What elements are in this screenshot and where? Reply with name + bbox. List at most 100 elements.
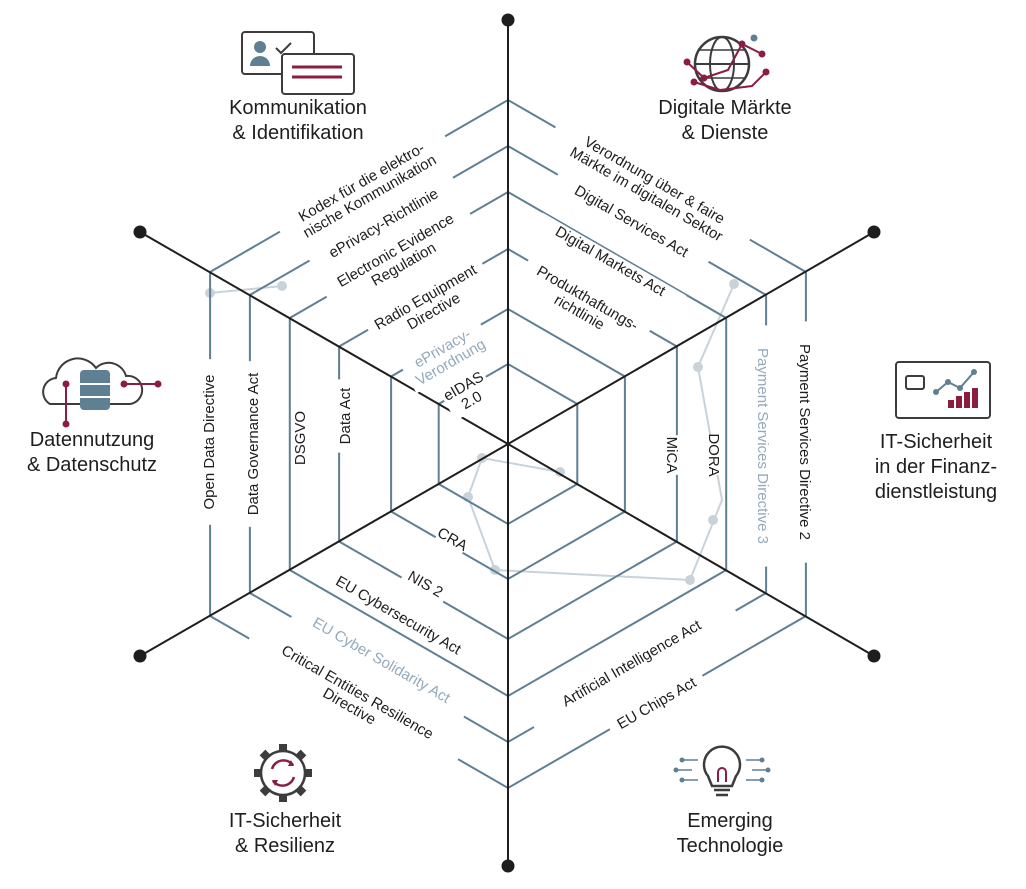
category-line: in der Finanz- xyxy=(874,456,998,478)
category-line: Digitale Märkte xyxy=(658,97,792,119)
law-label-text: DSGVO xyxy=(292,411,309,465)
card-chip xyxy=(905,375,925,390)
circuit-node xyxy=(759,777,765,783)
id-card-icon xyxy=(241,31,355,95)
category-line: Technologie xyxy=(676,835,784,857)
network-node xyxy=(750,34,758,42)
chart-line xyxy=(935,371,975,393)
law-label: DORA xyxy=(703,433,723,477)
law-label-bg xyxy=(703,435,723,475)
network-node xyxy=(700,74,708,82)
category-line: Emerging xyxy=(687,810,773,832)
category-line: IT-Sicherheit xyxy=(228,810,342,832)
bulb-filament xyxy=(717,767,727,782)
check-mark xyxy=(275,42,292,55)
law-label: Open Data Directive xyxy=(200,359,220,525)
law-label-bg xyxy=(551,170,711,274)
network-node xyxy=(683,58,691,66)
faded-node xyxy=(277,281,287,291)
law-label-bg xyxy=(533,212,687,312)
law-label-text: NIS 2 xyxy=(405,568,446,601)
law-label-bg xyxy=(544,117,756,259)
gear-body xyxy=(259,749,307,797)
bulb-glass xyxy=(702,745,742,788)
law-label-bg xyxy=(291,414,311,462)
law-label-text: MiCA xyxy=(663,437,680,474)
database-body xyxy=(80,370,110,410)
connector-node xyxy=(62,420,70,428)
law-label-text: Open Data Directive xyxy=(201,374,218,509)
law-label-bg xyxy=(239,624,467,776)
law-label: Payment Services Directive 3 xyxy=(752,325,772,567)
database-cloud-icon xyxy=(42,357,162,428)
axis-end-dot xyxy=(133,225,147,239)
law-label: Data Act xyxy=(336,379,356,453)
law-label: DSGVO xyxy=(291,411,311,465)
law-label-text: Payment Services Directive 3 xyxy=(754,348,771,544)
person-head xyxy=(254,41,266,53)
axis-line xyxy=(139,231,509,445)
law-label-bg xyxy=(399,565,451,605)
chart-point xyxy=(945,379,951,385)
law-label-bg xyxy=(244,361,264,527)
lightbulb-circuit-icon xyxy=(673,745,771,797)
gear-teeth xyxy=(254,744,312,802)
law-label-bg xyxy=(336,379,356,453)
network-node xyxy=(738,40,746,48)
law-label: Payment Services Directive 2 xyxy=(794,321,814,563)
person-body xyxy=(250,56,270,66)
circuit-node xyxy=(679,777,685,783)
category-line: & Dienste xyxy=(681,122,769,144)
arrow-head xyxy=(288,760,294,766)
connector-node xyxy=(154,380,162,388)
chart-bar xyxy=(948,400,954,408)
law-label-bg xyxy=(318,564,478,668)
law-label-bg xyxy=(526,597,738,731)
category-emerging-technologie: Emerging Technologie xyxy=(630,809,830,859)
law-label-bg xyxy=(399,318,495,394)
category-line: IT-Sicherheit xyxy=(879,431,993,453)
faded-node xyxy=(729,279,739,289)
faded-node xyxy=(685,575,695,585)
category-icons xyxy=(42,31,991,802)
law-label: EU Cybersecurity Act xyxy=(318,564,478,668)
law-label: MiCA xyxy=(661,435,681,475)
axis-line xyxy=(507,443,875,657)
circuit-node xyxy=(759,757,765,763)
connector-node xyxy=(120,380,128,388)
faded-node xyxy=(693,362,703,372)
category-line: Kommunikation xyxy=(229,97,367,119)
axis-end-dot xyxy=(501,13,515,27)
law-label: NIS 2 xyxy=(399,565,451,605)
chart-point xyxy=(957,385,963,391)
axis-end-dot xyxy=(867,649,881,663)
network-line xyxy=(693,71,767,92)
category-line: Datennutzung xyxy=(29,429,155,451)
category-kommunikation-identifikation: Kommunikation & Identifikation xyxy=(198,96,398,146)
diagram-axes xyxy=(133,13,881,873)
category-line: & Resilienz xyxy=(234,835,336,857)
law-label-bg xyxy=(433,524,471,556)
law-label-text: EU Chips Act xyxy=(614,674,700,733)
law-label-bg xyxy=(319,201,481,315)
law-label-bg xyxy=(307,174,461,274)
circuit-node xyxy=(679,757,685,763)
network-line xyxy=(686,42,763,80)
law-label-bg xyxy=(290,603,472,719)
law-label-text: Data Governance Act xyxy=(245,372,262,515)
chart-point xyxy=(933,389,939,395)
globe-network-icon xyxy=(683,34,770,93)
network-node xyxy=(758,50,766,58)
axis-end-dot xyxy=(501,859,515,873)
axis-line xyxy=(507,231,875,445)
network-node xyxy=(762,68,770,76)
category-line: & Identifikation xyxy=(232,122,364,144)
card-front xyxy=(281,53,355,95)
law-label: Data Governance Act xyxy=(244,361,264,527)
law-label-bg xyxy=(513,256,653,356)
law-label: CRA xyxy=(433,524,471,556)
law-label-text: DORA xyxy=(705,433,722,476)
category-digitale-maerkte-dienste: Digitale Märkte & Dienste xyxy=(615,96,835,146)
